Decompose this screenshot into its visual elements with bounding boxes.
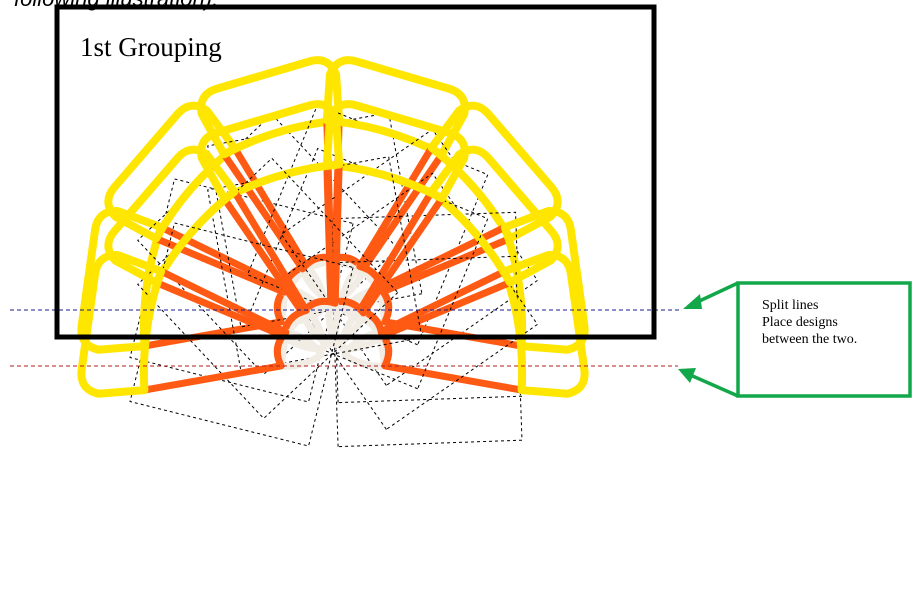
lower-candy-corn-piece-2 — [280, 145, 562, 431]
candy-cap-yellow — [322, 56, 469, 159]
candy-cap-yellow — [104, 145, 239, 287]
callout-line-1: Split lines — [762, 298, 819, 313]
candy-tip-white — [341, 328, 389, 370]
callout-text: Split lines Place designs between the tw… — [762, 297, 912, 348]
candy-tip-white — [277, 328, 325, 370]
callout-line-2: Place designs — [762, 315, 838, 330]
candy-cap-yellow — [322, 100, 469, 203]
grouping-title: 1st Grouping — [80, 32, 222, 62]
candy-cap-yellow — [77, 251, 166, 398]
first-grouping-box — [54, 4, 657, 340]
candy-cap-yellow — [104, 101, 239, 243]
lower-candy-corn-group — [77, 100, 589, 448]
piece-bounding-frame — [331, 255, 523, 448]
lower-arrow — [678, 368, 739, 398]
candy-cap-yellow — [427, 145, 562, 287]
candy-cap-yellow — [197, 100, 344, 203]
candy-cap-yellow — [427, 101, 562, 243]
upper-arrow — [683, 281, 739, 309]
piece-bounding-frame — [129, 222, 354, 447]
callout-box — [736, 281, 912, 398]
callout-line-3: between the two. — [762, 332, 858, 347]
candy-cap-yellow — [197, 56, 344, 159]
lower-candy-corn-piece-6 — [77, 222, 354, 447]
